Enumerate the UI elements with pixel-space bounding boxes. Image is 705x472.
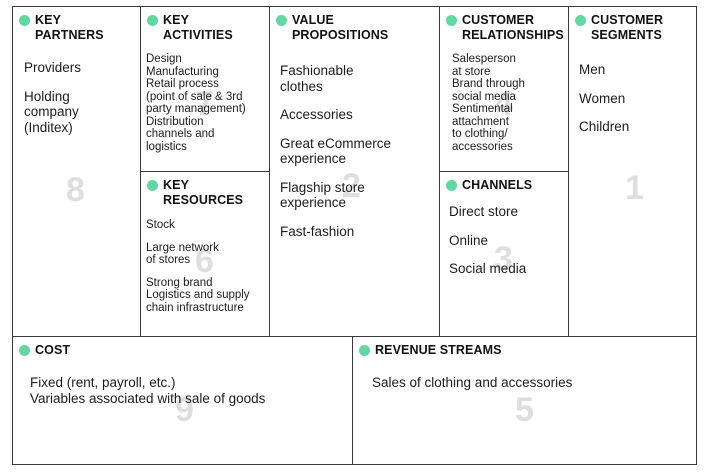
list-item: Large network of stores xyxy=(146,241,219,267)
list-item: Children xyxy=(579,119,630,134)
customer-segments-block: CUSTOMER SEGMENTS 1 Men Women Children xyxy=(568,6,697,337)
list-item: Design xyxy=(146,53,182,65)
revenue-streams-title: REVENUE STREAMS xyxy=(375,343,502,357)
key-partners-title: KEY PARTNERS xyxy=(35,13,104,42)
list-item: Flagship store experience xyxy=(280,179,365,211)
customer-segments-list: Men Women Children xyxy=(579,62,629,148)
customer-segments-title: CUSTOMER SEGMENTS xyxy=(591,13,664,42)
list-item: Direct store xyxy=(449,204,519,219)
customer-segments-header: CUSTOMER SEGMENTS xyxy=(575,13,663,43)
list-item: Distribution channels and logistics xyxy=(146,115,215,153)
list-item: Online xyxy=(449,232,489,248)
key-partners-number: 8 xyxy=(66,171,85,209)
list-item: Fixed (rent, payroll, etc.) xyxy=(30,375,176,390)
list-item: Sentimental attachment to clothing/ acce… xyxy=(452,103,513,153)
cost-title: COST xyxy=(35,343,71,357)
list-item: Brand through social media xyxy=(452,78,525,103)
list-item: Variables associated with sale of goods xyxy=(30,390,266,406)
list-item: Retail process (point of sale & 3rd part… xyxy=(146,78,246,115)
key-resources-header: KEY RESOURCES xyxy=(147,178,243,208)
revenue-streams-number: 5 xyxy=(515,391,534,429)
list-item: Women xyxy=(579,90,626,106)
value-propositions-list: Fashionable clothes Accessories Great eC… xyxy=(280,63,391,252)
key-resources-block: KEY RESOURCES 6 Stock Large network of s… xyxy=(140,171,270,337)
key-activities-header: KEY ACTIVITIES xyxy=(147,13,233,43)
list-item: Accessories xyxy=(280,107,353,122)
green-dot-icon xyxy=(575,15,586,26)
customer-segments-number: 1 xyxy=(625,169,644,207)
key-resources-title: KEY RESOURCES xyxy=(163,178,244,207)
list-item: Fast-fashion xyxy=(280,223,355,239)
customer-relationships-header: CUSTOMER RELATIONSHIPS xyxy=(446,13,564,43)
green-dot-icon xyxy=(19,345,30,356)
list-item: Great eCommerce experience xyxy=(280,135,392,167)
revenue-streams-header: REVENUE STREAMS xyxy=(359,343,502,358)
revenue-streams-list: Sales of clothing and accessories xyxy=(372,375,572,391)
channels-header: CHANNELS xyxy=(446,178,532,193)
green-dot-icon xyxy=(147,180,158,191)
green-dot-icon xyxy=(147,15,158,26)
value-propositions-title: VALUE PROPOSITIONS xyxy=(292,13,389,42)
list-item: Strong brand Logistics and supply chain … xyxy=(146,276,250,314)
green-dot-icon xyxy=(359,345,370,356)
green-dot-icon xyxy=(446,15,457,26)
key-partners-list: Providers Holding company (Inditex) xyxy=(24,60,81,148)
channels-list: Direct store Online Social media xyxy=(449,204,526,290)
key-partners-block: KEY PARTNERS 8 Providers Holding company… xyxy=(12,6,141,337)
customer-relationships-title: CUSTOMER RELATIONSHIPS xyxy=(462,13,564,42)
list-item: Providers xyxy=(24,60,82,75)
green-dot-icon xyxy=(19,15,30,26)
key-activities-list: Design Manufacturing Retail process (poi… xyxy=(146,53,270,153)
channels-block: CHANNELS 3 Direct store Online Social me… xyxy=(439,171,569,337)
cost-header: COST xyxy=(19,343,70,358)
cost-list: Fixed (rent, payroll, etc.) Variables as… xyxy=(30,375,265,406)
green-dot-icon xyxy=(276,15,287,26)
key-activities-block: KEY ACTIVITIES 7 Design Manufacturing Re… xyxy=(140,6,270,172)
list-item: Stock xyxy=(146,219,175,231)
list-item: Salesperson at store xyxy=(452,53,516,78)
customer-relationships-block: CUSTOMER RELATIONSHIPS 4 Salesperson at … xyxy=(439,6,569,172)
list-item: Sales of clothing and accessories xyxy=(372,375,573,390)
customer-relationships-list: Salesperson at store Brand through socia… xyxy=(452,53,568,153)
green-dot-icon xyxy=(446,180,457,191)
list-item: Manufacturing xyxy=(146,65,219,78)
value-propositions-header: VALUE PROPOSITIONS xyxy=(276,13,388,43)
value-propositions-block: VALUE PROPOSITIONS 2 Fashionable clothes… xyxy=(269,6,440,337)
list-item: Social media xyxy=(449,261,527,276)
revenue-streams-block: REVENUE STREAMS 5 Sales of clothing and … xyxy=(352,336,697,465)
key-partners-header: KEY PARTNERS xyxy=(19,13,104,43)
list-item: Fashionable clothes xyxy=(280,63,354,94)
cost-block: COST 9 Fixed (rent, payroll, etc.) Varia… xyxy=(12,336,353,465)
key-resources-list: Stock Large network of stores Strong bra… xyxy=(146,219,270,324)
channels-title: CHANNELS xyxy=(462,178,533,192)
list-item: Men xyxy=(579,62,606,77)
key-activities-title: KEY ACTIVITIES xyxy=(163,13,233,42)
list-item: Holding company (Inditex) xyxy=(24,88,79,135)
